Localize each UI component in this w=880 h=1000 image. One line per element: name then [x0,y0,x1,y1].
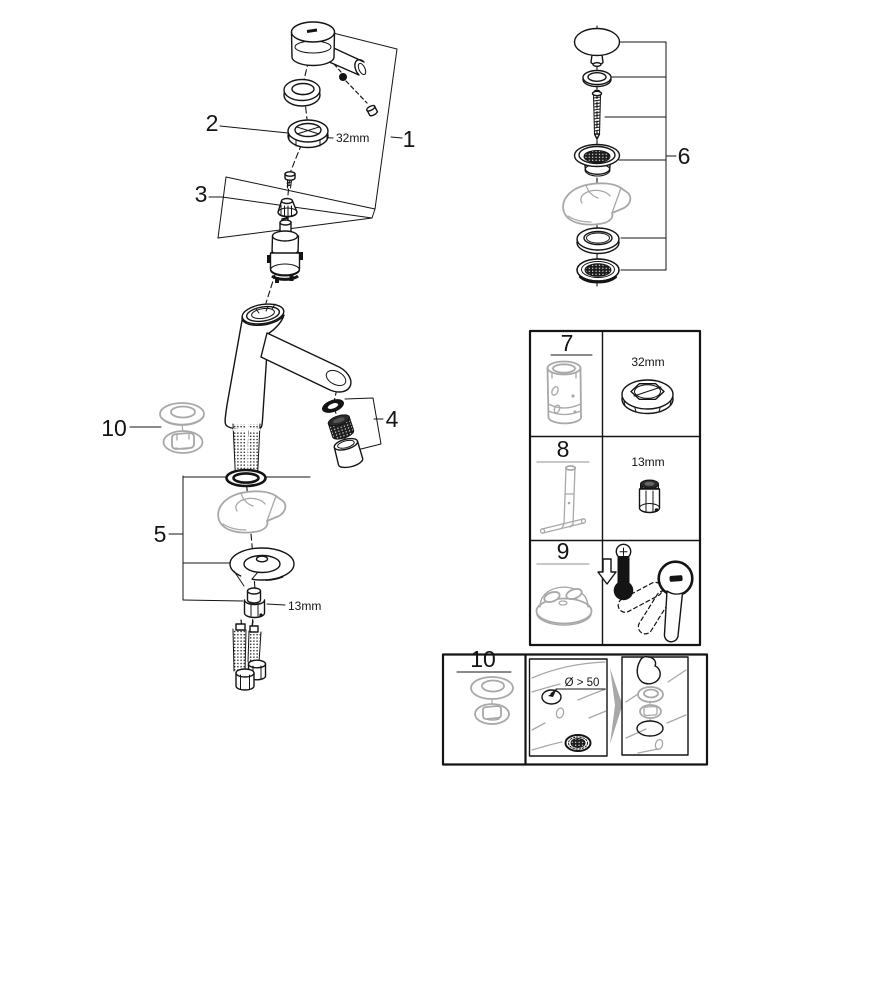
drain-exploded-assembly: 6 [562,25,691,287]
handle-rotation-icon [617,560,694,643]
cell-8-part: 13mm [631,455,665,514]
faucet-body [224,303,352,431]
cell-9-instruction [597,543,694,643]
faucet-exploded-assembly: 1 2 3 4 5 10 32mm 13mm [101,21,416,691]
bracket-part3 [217,176,376,239]
leader-13mm [266,603,286,606]
down-arrow-icon [597,558,617,585]
callout-10-box: 10 [470,646,496,672]
mounting-clamp [229,547,295,589]
callout-3: 3 [195,181,208,207]
bracket-part6 [604,41,677,271]
callout-4: 4 [386,406,399,432]
box10-washer-set [470,676,514,725]
cartridge [267,217,303,283]
cell-7-part: 32mm [621,355,674,415]
grub-screw-dot [339,73,347,81]
box10-panel-install [621,656,689,756]
sink-hole [541,689,562,705]
tick-part1 [390,136,403,139]
hole-diameter-label: Ø > 50 [565,677,600,689]
cell-7-tool: 7 [546,330,593,425]
box10-panel-hole: Ø > 50 [528,658,608,757]
size-13mm-ref: 13mm [631,455,664,469]
callout-2: 2 [206,110,219,136]
leader-part2 [219,125,289,134]
size-32mm-ref: 32mm [631,355,664,369]
size-32mm: 32mm [336,131,369,145]
aerator-insert [327,414,355,440]
callout-6: 6 [678,143,691,169]
box-10-installation: 10 Ø > 50 [441,646,709,766]
screw-axis-dash [333,63,342,73]
size-13mm: 13mm [288,599,321,613]
sink-ghost-right [562,182,632,226]
drain-screw [591,89,603,140]
base-washer-set [159,402,205,454]
bracket-part4 [344,397,382,451]
drain-flange [573,143,621,177]
cap-nut [277,197,298,218]
escutcheon-ring [283,78,321,107]
drain-stopper-cap [573,27,621,68]
callout-1: 1 [403,126,416,152]
mounting-bolt-13mm [243,587,266,619]
ring-nut-32mm [287,119,329,149]
braided-shank [232,423,261,478]
drain-gasket [576,227,620,255]
handle-slot [306,28,318,33]
bracket-part1 [225,25,398,210]
cell-9-part: 9 [535,538,593,626]
sink-ghost-left [217,490,287,534]
screw-axis-dash2 [345,80,368,104]
callout-7: 7 [561,330,574,356]
supply-hoses [232,619,267,691]
handle-screw [365,104,379,117]
callout-9: 9 [557,538,570,564]
handle-lever [290,21,367,76]
cell-8-tool: 8 [536,436,590,534]
aerator-shell [333,437,364,469]
callout-5: 5 [154,521,167,547]
o-ring-base [225,468,267,488]
thermometer-icon [613,543,634,601]
reference-grid: 7 32mm 8 [528,329,702,647]
drain-washer [582,69,612,88]
spout [260,332,352,393]
aerator-assembly [322,399,364,469]
drain-locknut [576,258,620,284]
callout-10: 10 [101,415,127,441]
sink-cut-piece [636,656,661,685]
step-arrow-icon [610,668,623,744]
hole-outline [636,720,664,737]
callout-8: 8 [557,436,570,462]
cartridge-screw [284,171,296,189]
